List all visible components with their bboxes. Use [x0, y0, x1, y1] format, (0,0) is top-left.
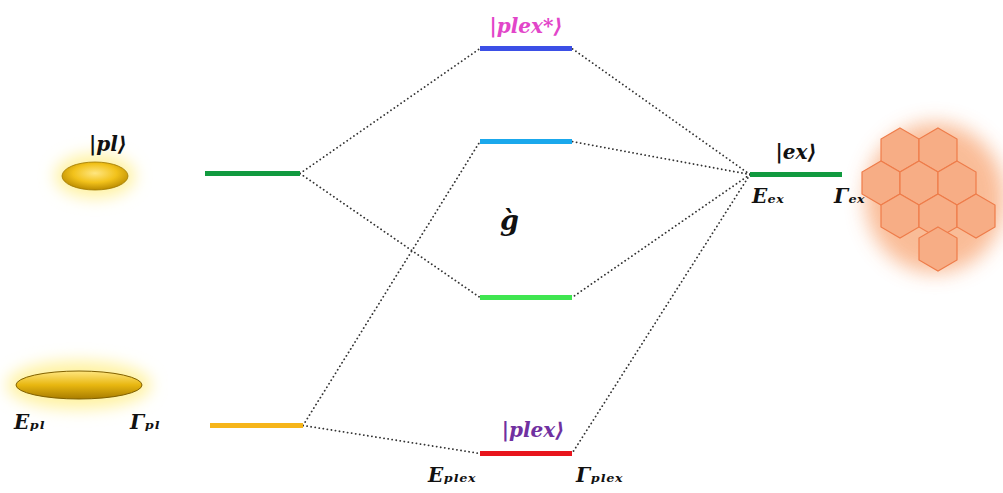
- level-label: Eₑₓ: [752, 184, 784, 208]
- level-label: Eₚₗₑₓ: [428, 463, 475, 487]
- level-bar: [480, 139, 572, 144]
- state-label: |ex⟩: [775, 140, 816, 164]
- small-nanoparticle: [55, 154, 135, 198]
- level-bar: [750, 172, 842, 177]
- linewidth-label: Γₚₗ: [130, 410, 160, 434]
- energy-label: Eₚₗ: [14, 410, 45, 434]
- energy-level: [203, 169, 302, 178]
- level-bar: [480, 46, 572, 51]
- state-label: |plex⟩: [502, 418, 565, 442]
- coupling-label: g̀: [500, 205, 519, 237]
- coupling-line: [300, 49, 480, 174]
- state-label: |pl⟩: [89, 132, 127, 156]
- coupling-line: [572, 175, 750, 298]
- coupling-line: [572, 175, 750, 454]
- level-bar: [210, 423, 303, 428]
- energy-level: [208, 421, 305, 430]
- nanorod: [7, 361, 151, 409]
- energy-level: |plex⟩ Eₚₗₑₓ Γₚₗₑₓ: [426, 416, 624, 489]
- energy-level: |ex⟩ Eₑₓ Γₑₓ: [748, 138, 867, 210]
- energy-level: [478, 137, 574, 146]
- level-label: Γₑₓ: [834, 184, 865, 208]
- level-bar: [480, 451, 572, 456]
- coupling-line: [303, 142, 480, 426]
- coupling-line: [572, 142, 750, 175]
- state-label: |plex*⟩: [489, 14, 562, 38]
- level-label: Γₚₗₑₓ: [576, 463, 622, 487]
- hexagon-lattice: [862, 123, 1003, 273]
- energy-level: |plex*⟩: [478, 12, 574, 53]
- coupling-line: [300, 174, 480, 298]
- level-bar: [205, 171, 300, 176]
- coupling-line: [572, 49, 750, 175]
- level-bar: [480, 295, 572, 300]
- energy-level: [478, 293, 574, 302]
- coupling-line: [303, 426, 480, 454]
